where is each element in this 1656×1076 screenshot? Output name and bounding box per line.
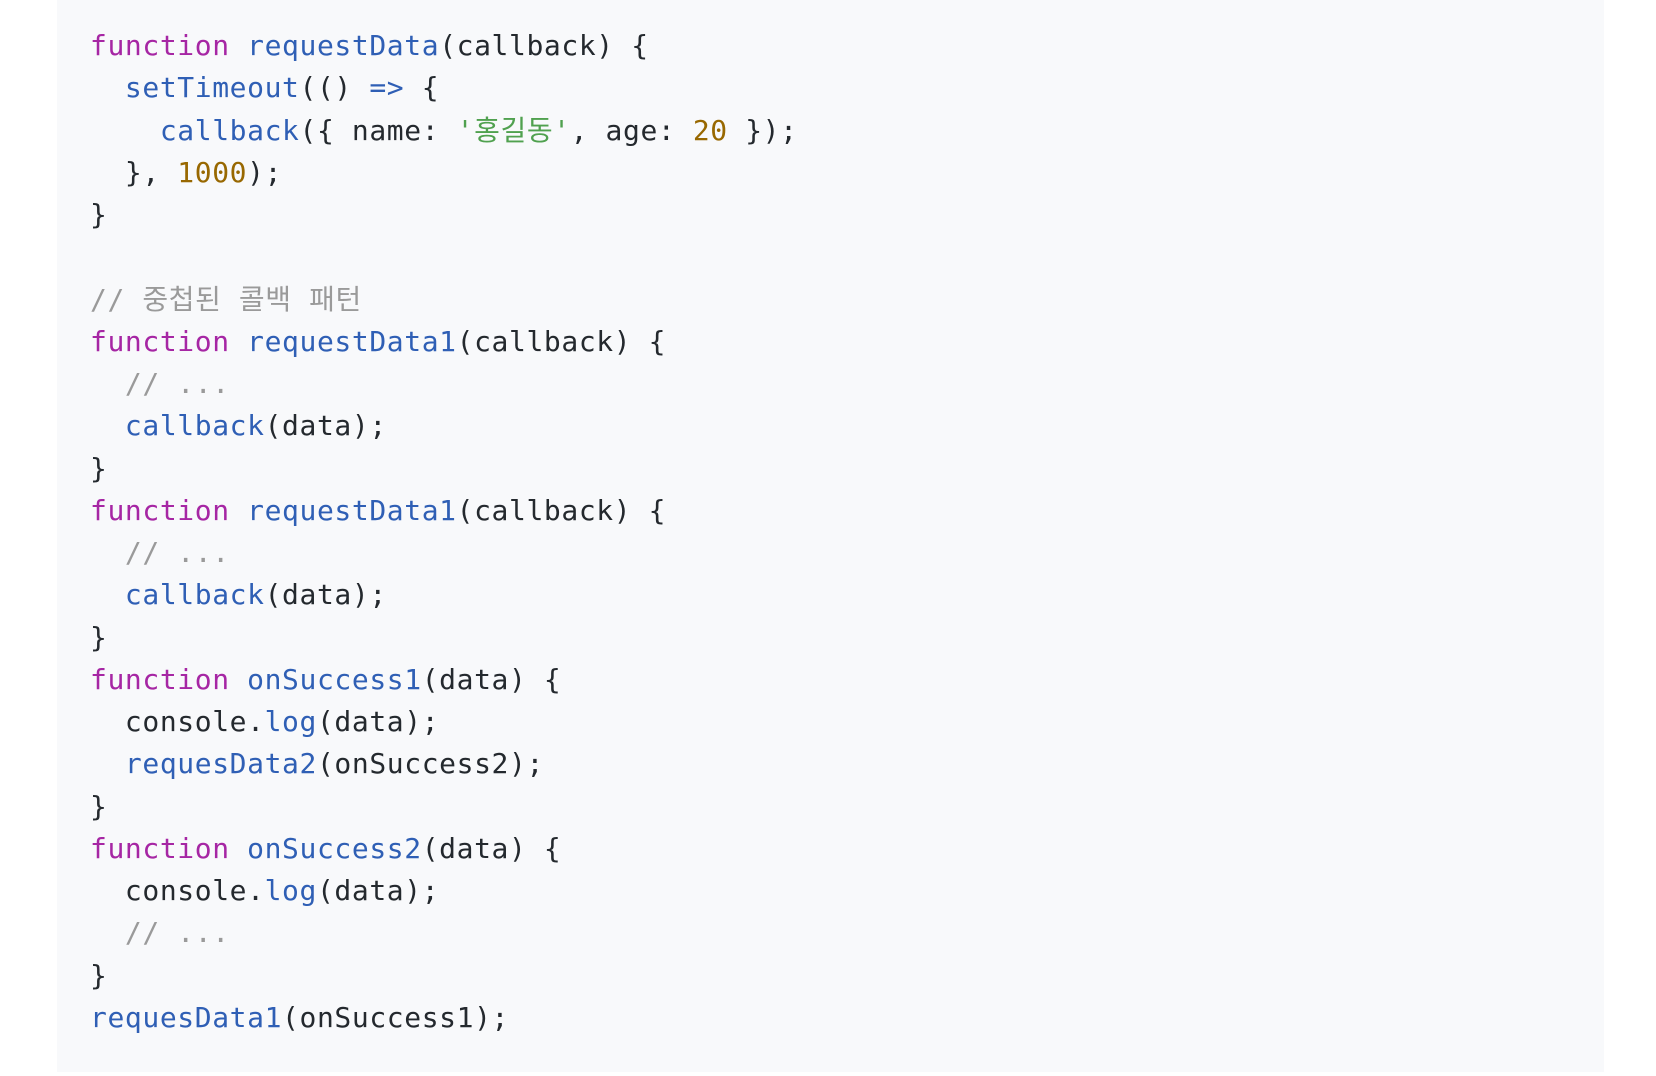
code-token: (data) { [421,831,562,865]
code-token: }, [90,155,178,189]
code-token [230,29,247,62]
code-token: (callback) { [456,324,667,358]
code-token: callback [159,113,300,147]
code-token: } [90,198,108,231]
code-token [230,832,247,865]
code-token [90,578,125,611]
code-token [230,663,247,696]
code-line: callback({ name: '홍길동', age: 20 }); [90,110,1604,152]
code-token: function [90,662,230,696]
code-token: // ... [124,916,230,950]
code-token: 1000 [177,155,248,189]
code-line: requesData1(onSuccess1); [90,997,1604,1039]
code-token: function [90,29,230,62]
code-token: (data); [316,705,440,738]
code-line: console.log(data); [90,701,1604,743]
code-token [90,916,125,949]
code-token: callback [124,409,265,443]
code-token [90,747,125,780]
code-block: function requestData(callback) { setTime… [57,0,1604,1072]
code-line: // ... [90,532,1604,574]
code-token [90,71,125,104]
code-token: } [90,451,108,485]
code-token: log [264,874,317,907]
code-token: requestData1 [247,493,457,527]
code-line: // 중첩된 콜백 패턴 [90,279,1604,321]
code-token: (data) { [421,662,562,696]
code-token: // ... [124,536,230,569]
code-token: (data); [264,578,387,612]
code-line [90,236,1604,278]
code-line: } [90,194,1604,236]
code-lines: function requestData(callback) { setTime… [90,25,1604,1039]
code-token: } [90,958,108,992]
code-token: onSuccess1 [247,662,422,696]
code-line: function requestData(callback) { [90,25,1604,67]
code-token: } [90,789,108,823]
code-line: function onSuccess2(data) { [90,828,1604,870]
code-token: log [264,705,317,738]
code-token: , age: [570,113,693,147]
code-token: (callback) { [439,29,649,62]
code-line: }, 1000); [90,152,1604,194]
code-line: function onSuccess1(data) { [90,659,1604,701]
code-token [90,367,125,400]
code-line: callback(data); [90,574,1604,616]
code-token [230,494,247,527]
code-line: console.log(data); [90,870,1604,912]
code-line: } [90,448,1604,490]
code-line: requesData2(onSuccess2); [90,743,1604,785]
code-token: requestData1 [247,324,457,358]
code-token: ({ name: [299,113,457,147]
code-token: ); [247,155,283,189]
code-token [230,325,247,358]
code-line: function requestData1(callback) { [90,321,1604,363]
code-token: => [369,71,405,105]
code-line: // ... [90,912,1604,954]
code-line: } [90,955,1604,997]
code-token: 20 [692,113,728,147]
code-token: (onSuccess2); [316,747,544,781]
code-token: console. [90,874,265,907]
code-token: requesData1 [90,1000,283,1034]
code-line: callback(data); [90,405,1604,447]
code-token: function [90,831,230,865]
code-token: (data); [316,874,440,907]
code-line: function requestData1(callback) { [90,490,1604,532]
code-token: (() [299,71,370,105]
code-token: function [90,324,230,358]
code-token [90,536,125,569]
code-token: { [404,71,440,105]
code-token: callback [124,578,265,612]
code-line: } [90,786,1604,828]
code-token: '홍길동' [456,113,571,147]
code-token: function [90,493,230,527]
code-token: requesData2 [124,747,317,781]
code-token: (data); [264,409,387,443]
code-token: (onSuccess1); [282,1000,509,1034]
code-token: // 중첩된 콜백 패턴 [90,282,362,316]
code-token [90,409,125,442]
code-token: (callback) { [456,493,667,527]
code-token [90,114,160,147]
code-token: // ... [124,367,230,400]
code-line: setTimeout(() => { [90,67,1604,109]
code-token: console. [90,705,265,738]
code-line: } [90,617,1604,659]
code-token: onSuccess2 [247,831,422,865]
code-token: setTimeout [124,71,300,105]
code-line: // ... [90,363,1604,405]
code-token: }); [727,113,798,147]
code-token: requestData [247,29,440,62]
code-token: } [90,620,108,654]
